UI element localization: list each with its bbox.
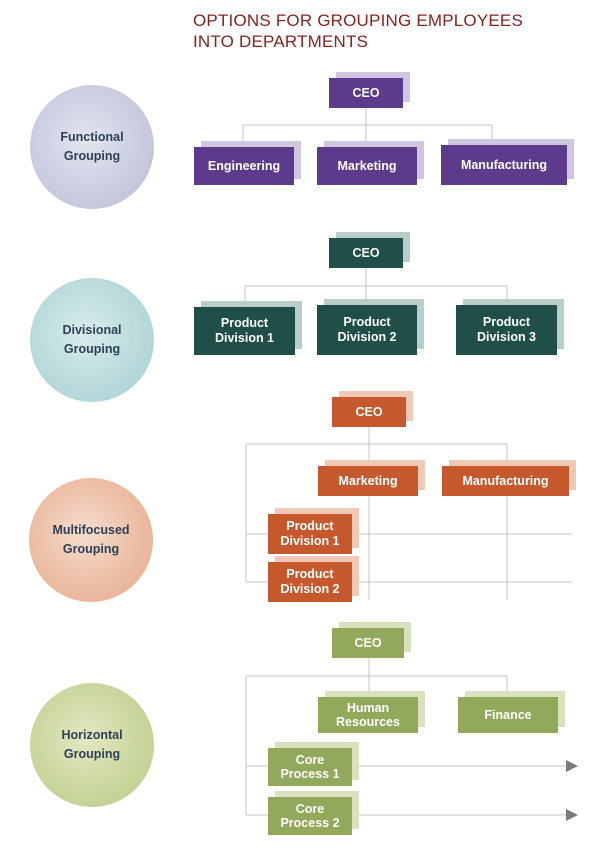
division-3-label-1: Product xyxy=(482,315,531,329)
functional-ceo-box: CEO xyxy=(329,78,403,108)
title-line-1: OPTIONS FOR GROUPING EMPLOYEES xyxy=(193,11,523,30)
divisional-grouping-circle: Divisional Grouping xyxy=(30,278,154,402)
process-2-label-2: Process 2 xyxy=(280,816,340,830)
division-1-label-2: Division 1 xyxy=(214,331,275,345)
multifocused-circle-label-1: Multifocused xyxy=(52,523,130,537)
process-1-arrow-icon xyxy=(566,760,578,772)
functional-unit-marketing: Marketing xyxy=(317,147,417,185)
division-2-label-1: Product xyxy=(343,315,391,329)
multifocused-function-manufacturing: Manufacturing xyxy=(442,466,569,496)
multifocused-ceo-box: CEO xyxy=(332,397,406,427)
functional-grouping-circle: Functional Grouping xyxy=(30,85,154,209)
horizontal-ceo-box: CEO xyxy=(332,628,404,658)
divisional-circle-label-2: Grouping xyxy=(63,342,121,356)
diagram-title: OPTIONS FOR GROUPING EMPLOYEES INTO DEPA… xyxy=(193,10,523,52)
process-2-label-1: Core xyxy=(295,802,325,816)
functional-unit-engineering: Engineering xyxy=(194,147,294,185)
multifocused-grouping-circle: Multifocused Grouping xyxy=(29,478,153,602)
mf-division-1-label-2: Division 1 xyxy=(280,534,340,548)
mf-division-2-label-1: Product xyxy=(286,567,334,581)
horizontal-circle-label-1: Horizontal xyxy=(61,728,123,742)
divisional-ceo-box: CEO xyxy=(329,238,403,268)
multifocused-function-marketing: Marketing xyxy=(318,466,418,496)
functional-circle-label-1: Functional xyxy=(60,130,124,144)
process-2-arrow-icon xyxy=(566,809,578,821)
horizontal-function-finance: Finance xyxy=(458,697,558,733)
mf-division-2-label-2: Division 2 xyxy=(280,582,340,596)
process-1-label-1: Core xyxy=(295,753,325,767)
title-line-2: INTO DEPARTMENTS xyxy=(193,32,369,51)
division-2-label-2: Division 2 xyxy=(337,330,397,344)
horizontal-circle-label-2: Grouping xyxy=(63,747,121,761)
process-1-label-2: Process 1 xyxy=(280,767,340,781)
hr-label-1: Human xyxy=(346,701,390,715)
hr-label-2: Resources xyxy=(336,715,400,729)
horizontal-grouping-circle: Horizontal Grouping xyxy=(30,683,154,807)
functional-unit-manufacturing: Manufacturing xyxy=(441,145,567,185)
functional-circle-label-2: Grouping xyxy=(63,149,121,163)
division-1-label-1: Product xyxy=(220,316,269,330)
multifocused-circle-label-2: Grouping xyxy=(62,542,120,556)
divisional-circle-label-1: Divisional xyxy=(62,323,122,337)
division-3-label-2: Division 3 xyxy=(476,330,537,344)
mf-division-1-label-1: Product xyxy=(286,519,334,533)
